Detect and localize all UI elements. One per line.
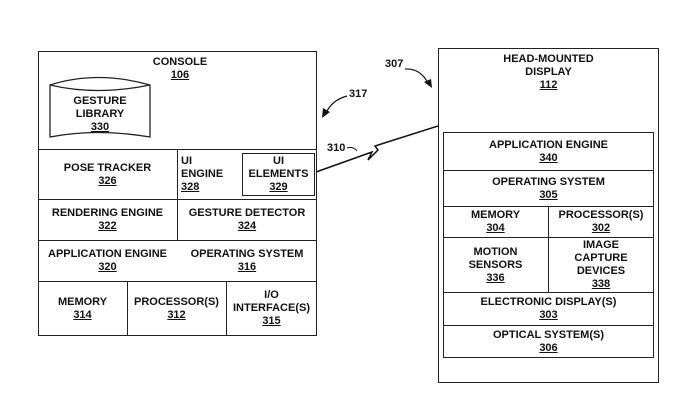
processors-label: PROCESSOR(S) xyxy=(558,209,644,221)
operating-system-num: 316 xyxy=(237,261,257,273)
rendering-engine: RENDERING ENGINE 322 xyxy=(38,200,177,240)
arrow-307-head xyxy=(424,79,432,88)
pose-tracker-num: 326 xyxy=(98,174,117,187)
ui-engine-num: 328 xyxy=(181,181,200,193)
console-memory: MEMORY 314 xyxy=(38,282,127,335)
image-capture-num: 338 xyxy=(591,278,611,290)
ref-label-307: 307 xyxy=(385,58,404,70)
ref-label-310: 310 xyxy=(327,142,346,154)
divider xyxy=(443,325,654,326)
divider xyxy=(127,281,128,336)
optical-system: OPTICAL SYSTEM(S) 306 xyxy=(443,326,654,358)
ui-elements-box xyxy=(242,153,315,196)
application-engine-num: 320 xyxy=(98,261,117,273)
ui-engine-label: UI ENGINE xyxy=(181,155,224,180)
gesture-library: GESTURE LIBRARY 330 xyxy=(50,92,150,136)
divider xyxy=(38,281,317,282)
gesture-detector: GESTURE DETECTOR 324 xyxy=(177,200,317,240)
memory-label: MEMORY xyxy=(57,295,108,308)
hmd-title: HEAD-MOUNTED DISPLAY 112 xyxy=(438,52,659,92)
console-operating-system: OPERATING SYSTEM 316 xyxy=(177,241,317,281)
gesture-library-label: GESTURE LIBRARY xyxy=(73,94,127,120)
arrow-317-head xyxy=(322,108,330,118)
electronic-display-label: ELECTRONIC DISPLAY(S) xyxy=(480,296,617,308)
gesture-detector-num: 324 xyxy=(237,220,257,232)
io-interfaces-label: I/O INTERFACE(S) xyxy=(233,289,310,314)
hmd-num: 112 xyxy=(539,78,558,91)
hmd-memory: MEMORY 304 xyxy=(443,207,548,237)
ref-label-317: 317 xyxy=(349,88,368,100)
image-capture-devices: IMAGE CAPTURE DEVICES 338 xyxy=(548,238,654,292)
divider xyxy=(443,292,654,293)
application-engine-num: 340 xyxy=(539,151,558,164)
application-engine-label: APPLICATION ENGINE xyxy=(489,138,608,151)
processors-num: 312 xyxy=(167,308,186,321)
console-num: 106 xyxy=(170,69,190,81)
operating-system-num: 305 xyxy=(539,188,558,201)
ui-elements: UI ELEMENTS 329 xyxy=(242,153,315,196)
processors-label: PROCESSOR(S) xyxy=(134,295,219,308)
image-capture-label: IMAGE CAPTURE DEVICES xyxy=(574,239,628,277)
processors-num: 302 xyxy=(591,222,611,234)
divider xyxy=(548,206,549,292)
electronic-display: ELECTRONIC DISPLAY(S) 303 xyxy=(443,293,654,325)
memory-num: 304 xyxy=(486,222,505,234)
wireless-link-line xyxy=(315,125,439,173)
arrow-307 xyxy=(404,68,429,84)
hmd-application-engine: APPLICATION ENGINE 340 xyxy=(443,133,654,170)
console-processors: PROCESSOR(S) 312 xyxy=(127,282,226,335)
ui-elements-label: UI ELEMENTS xyxy=(248,155,309,180)
io-interfaces: I/O INTERFACE(S) 315 xyxy=(226,282,317,335)
hmd-processors: PROCESSOR(S) 302 xyxy=(548,207,654,237)
hmd-operating-system: OPERATING SYSTEM 305 xyxy=(443,171,654,206)
optical-system-label: OPTICAL SYSTEM(S) xyxy=(492,329,605,341)
pose-tracker-label: POSE TRACKER xyxy=(63,161,152,174)
gesture-library-cylinder xyxy=(49,76,151,138)
console-title: CONSOLE 106 xyxy=(130,55,230,83)
hmd-title-text: HEAD-MOUNTED DISPLAY xyxy=(503,52,594,78)
gesture-detector-label: GESTURE DETECTOR xyxy=(188,207,306,219)
console-application-engine: APPLICATION ENGINE 320 xyxy=(38,241,177,281)
ui-elements-num: 329 xyxy=(269,181,288,193)
arrow-317 xyxy=(325,95,348,114)
pose-tracker: POSE TRACKER 326 xyxy=(38,150,177,199)
gesture-library-num: 330 xyxy=(90,120,110,133)
application-engine-label: APPLICATION ENGINE xyxy=(48,248,167,260)
hmd-box xyxy=(438,48,659,383)
divider xyxy=(177,149,178,241)
hmd-inner-box xyxy=(443,132,654,358)
console-title-text: CONSOLE xyxy=(152,56,208,68)
io-interfaces-num: 315 xyxy=(262,315,281,327)
operating-system-label: OPERATING SYSTEM xyxy=(492,175,605,188)
motion-sensors-num: 336 xyxy=(486,271,505,284)
divider xyxy=(226,281,227,336)
rendering-engine-label: RENDERING ENGINE xyxy=(51,207,164,219)
memory-num: 314 xyxy=(73,308,92,321)
electronic-display-num: 303 xyxy=(539,309,558,321)
divider xyxy=(443,170,654,171)
operating-system-label: OPERATING SYSTEM xyxy=(190,248,304,260)
motion-sensors: MOTION SENSORS 336 xyxy=(443,238,548,292)
optical-system-num: 306 xyxy=(539,342,558,354)
link-leader-line xyxy=(346,146,358,152)
ui-engine: UI ENGINE 328 xyxy=(181,150,241,199)
memory-label: MEMORY xyxy=(470,209,521,221)
console-box xyxy=(38,51,317,336)
motion-sensors-label: MOTION SENSORS xyxy=(468,245,523,271)
rendering-engine-num: 322 xyxy=(98,220,117,232)
